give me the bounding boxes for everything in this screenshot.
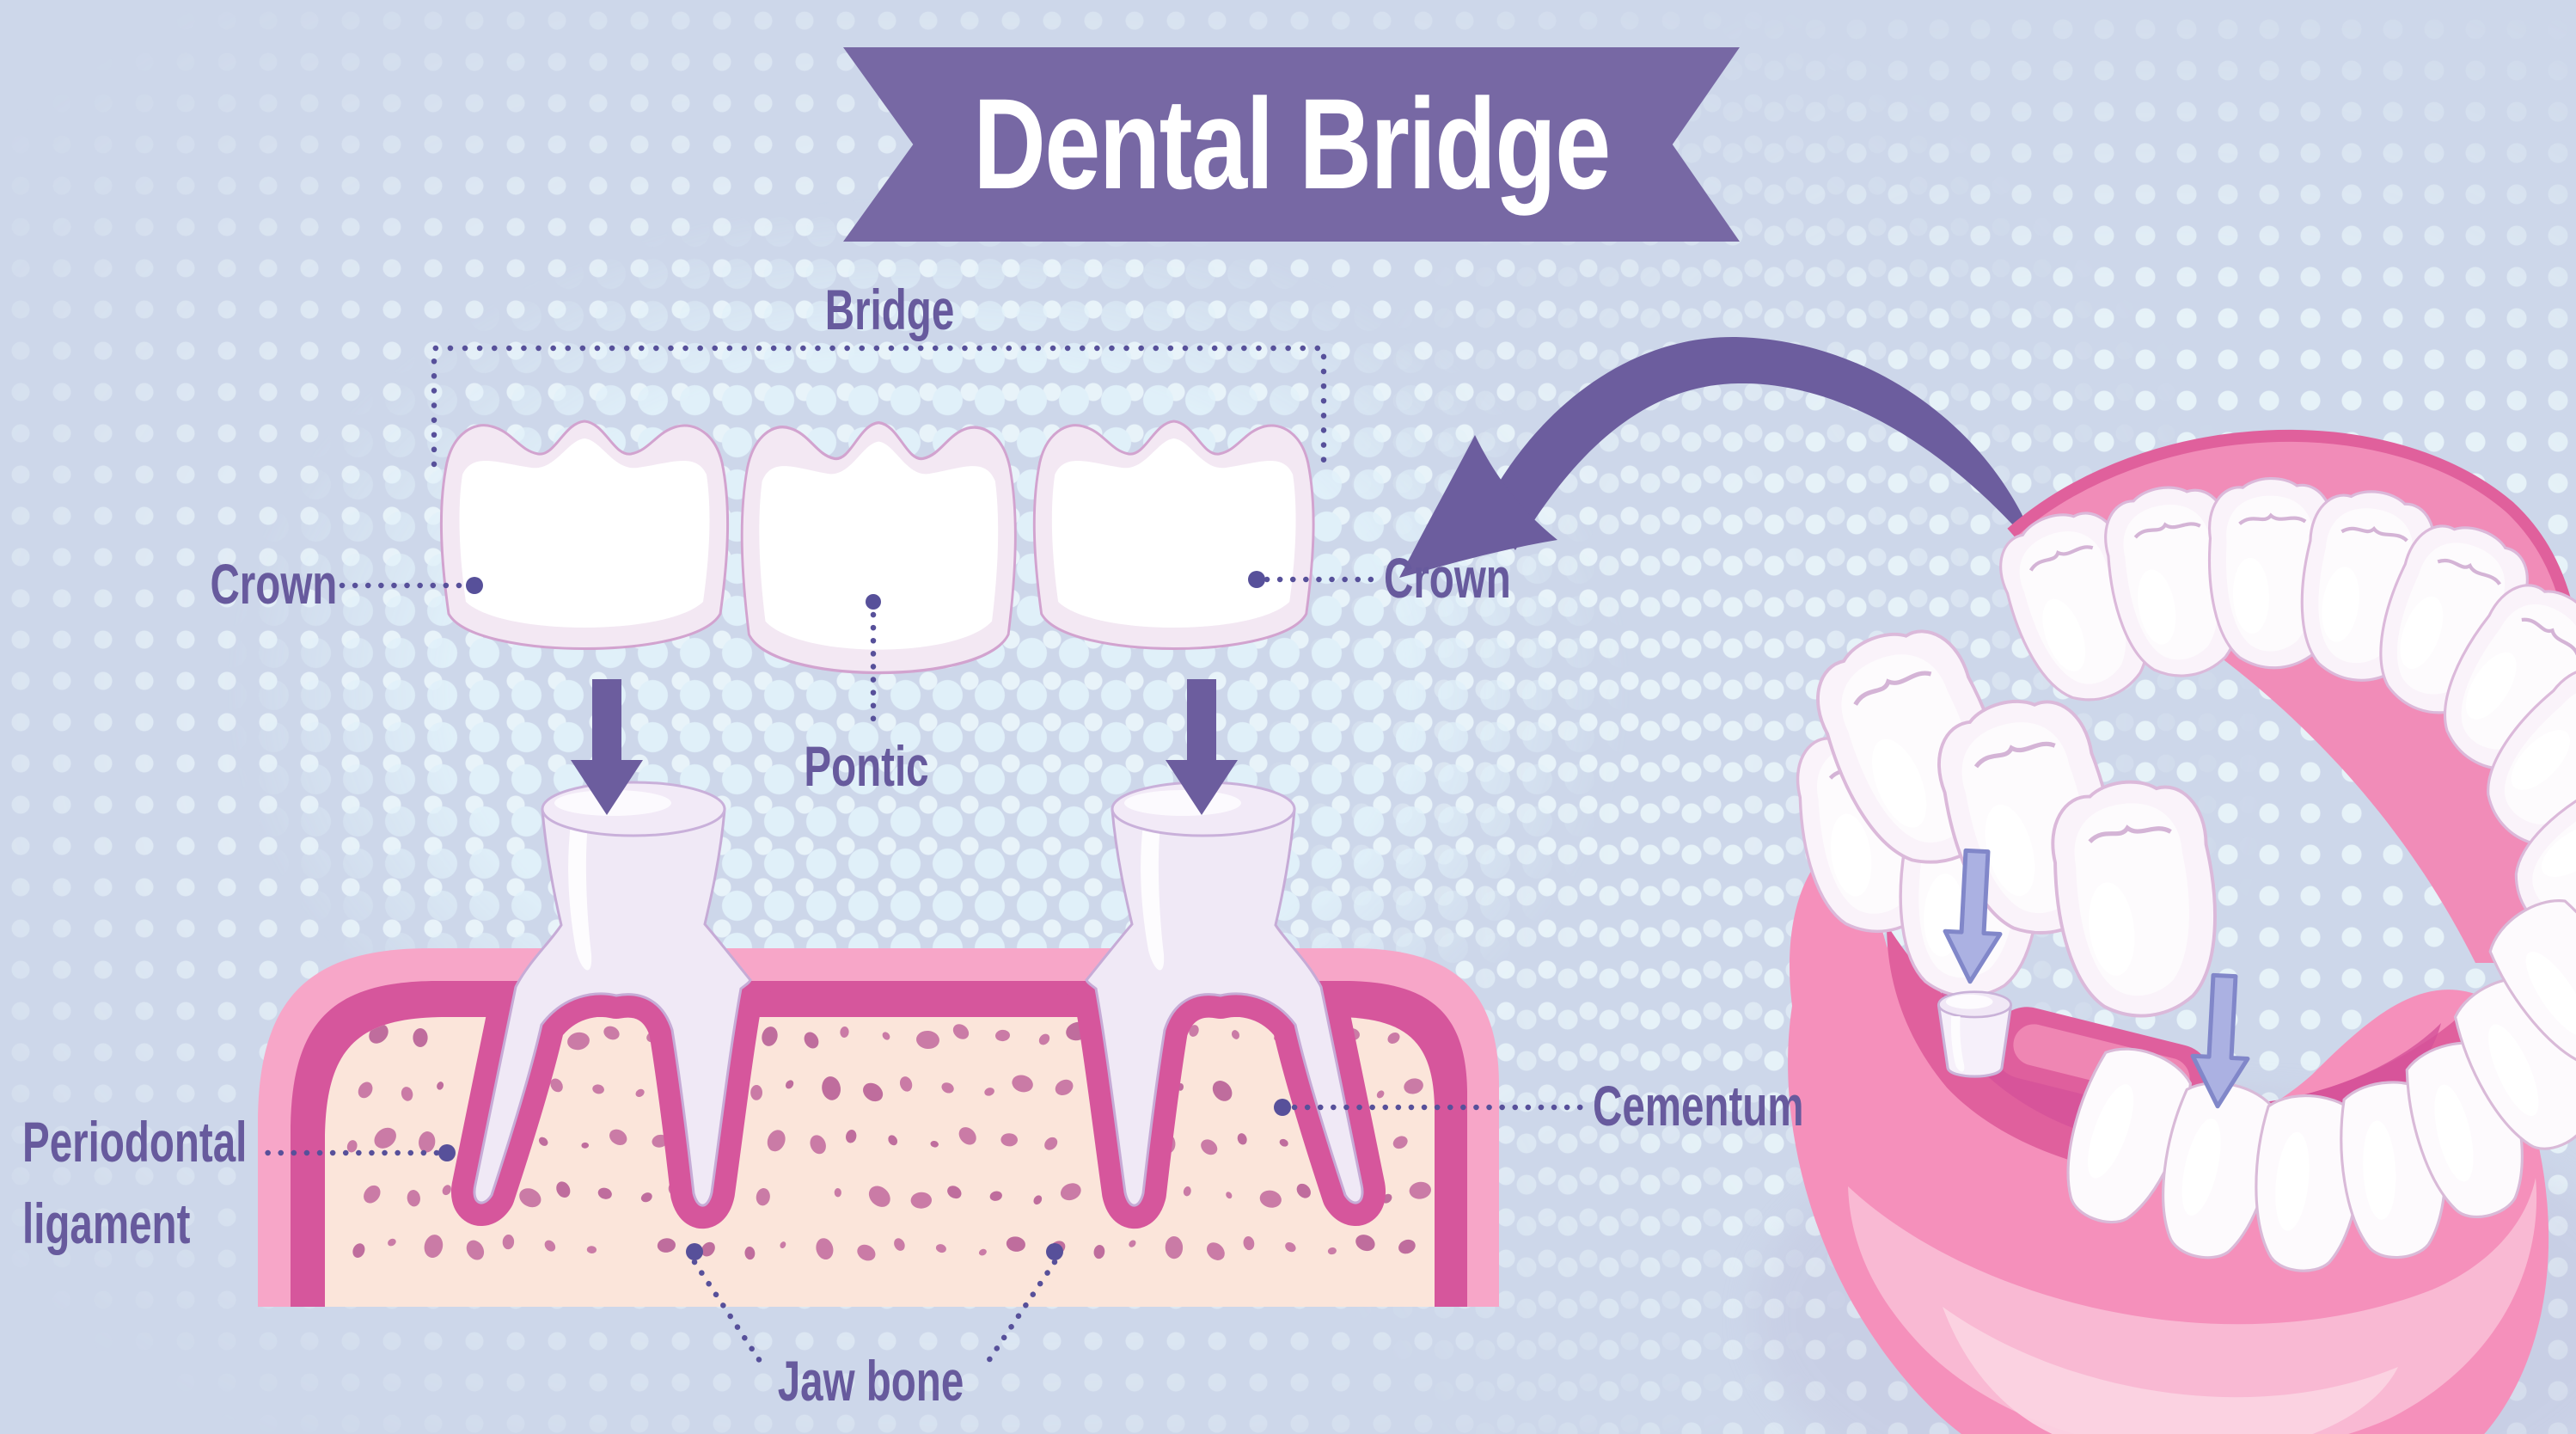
label-crown-right: Crown <box>1384 546 1511 610</box>
pontic-tooth <box>740 420 1017 675</box>
abutment-tooth-left <box>473 781 752 1207</box>
label-bridge: Bridge <box>824 278 955 341</box>
bridge-bracket-dotted <box>431 345 1327 468</box>
jaw-illustration <box>1753 430 2576 1434</box>
bone-speckles <box>333 1021 1431 1261</box>
prepared-stub-left <box>1937 990 2013 1078</box>
cementum-leader <box>1274 1099 1592 1116</box>
crown-right-leader <box>1248 571 1384 588</box>
down-arrow-left-icon <box>571 679 643 815</box>
label-pontic: Pontic <box>804 734 929 798</box>
jaw-bone-leader <box>686 1243 1063 1367</box>
jaw-cross-section <box>258 781 1499 1307</box>
crown-tooth-right <box>1032 420 1315 650</box>
label-periodontal-ligament-line1: Periodontal <box>22 1110 248 1174</box>
crown-left-leader <box>339 577 483 594</box>
pontic-leader <box>866 594 881 734</box>
label-cementum: Cementum <box>1593 1074 1804 1137</box>
down-arrow-right-icon <box>1166 679 1238 815</box>
label-jaw-bone: Jaw bone <box>777 1349 964 1413</box>
label-periodontal-ligament-line2: ligament <box>22 1192 191 1255</box>
periodontal-leader <box>256 1144 456 1161</box>
title-banner-ribbon <box>843 47 1740 242</box>
crown-tooth-left <box>439 420 730 650</box>
label-crown-left: Crown <box>210 552 337 616</box>
page-title: Dental Bridge <box>973 71 1611 216</box>
curved-arrow-icon <box>1399 336 2030 578</box>
